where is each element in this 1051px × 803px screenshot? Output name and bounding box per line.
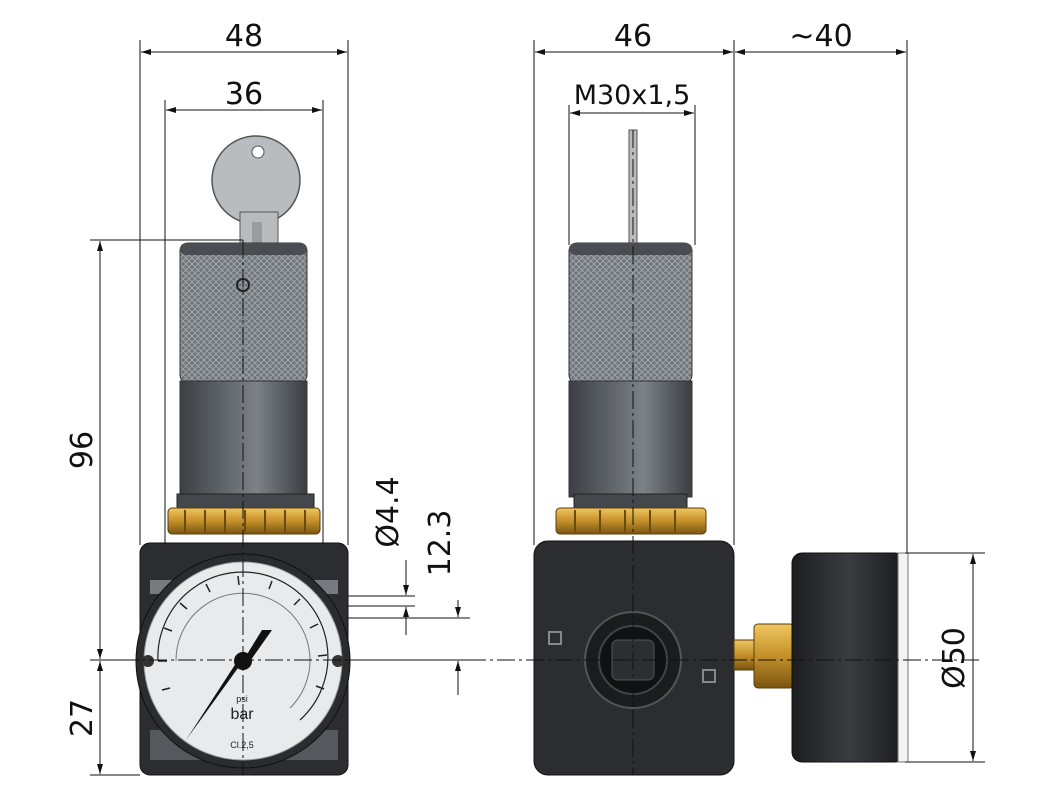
side-brass-nut — [555, 507, 707, 535]
gauge-class-label: Cl.2,5 — [230, 740, 254, 750]
dim-height-lower: 27 — [65, 699, 100, 737]
dim-gauge-diameter: Ø50 — [937, 627, 972, 689]
side-gauge-body — [791, 552, 906, 763]
dim-thread: M30x1,5 — [574, 80, 691, 111]
dim-hole-spacing: 12.3 — [423, 510, 458, 577]
side-view — [533, 129, 909, 776]
dim-side-width: 46 — [614, 19, 652, 54]
dim-gauge-depth: ~40 — [789, 19, 852, 54]
side-knob-knurled — [568, 242, 693, 384]
gauge-primary-unit: bar — [230, 706, 254, 723]
dim-key-width: 36 — [225, 77, 263, 112]
dim-front-width: 48 — [225, 19, 263, 54]
dim-hole-diameter: Ø4.4 — [371, 476, 406, 547]
gauge-secondary-unit: psi — [236, 694, 248, 704]
side-knob-body — [568, 380, 693, 498]
key-icon — [211, 135, 301, 245]
front-view: psi bar Cl.2,5 — [135, 135, 351, 776]
dimension-lines — [90, 40, 985, 776]
dim-height-total: 96 — [65, 431, 100, 469]
